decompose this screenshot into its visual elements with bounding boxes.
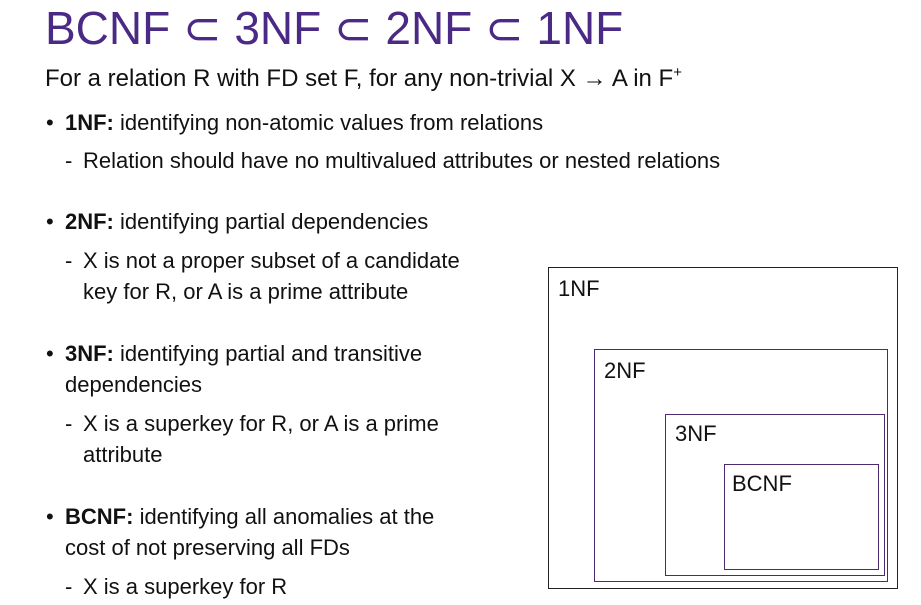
sub-3nf-line-2: attribute [83, 442, 163, 467]
label-2nf: 2NF [604, 358, 646, 383]
term-3nf: 3NF: [65, 341, 114, 366]
subset-symbol: ⊂ [183, 2, 222, 54]
term-1nf: 1NF: [65, 110, 114, 135]
title-bcnf: BCNF [45, 2, 171, 54]
desc-3nf-line-1: identifying partial and transitive [120, 341, 423, 366]
subtitle: For a relation R with FD set F, for any … [45, 64, 682, 94]
bullet-2nf: 2NF: identifying partial dependencies [65, 206, 428, 237]
bullet-3nf: 3NF: identifying partial and transitive [65, 338, 422, 369]
bullet-marker: • [46, 341, 54, 366]
label-3nf: 3NF [675, 421, 717, 446]
dash-marker: - [65, 574, 73, 599]
desc-bcnf-line-2: cost of not preserving all FDs [65, 535, 350, 560]
box-1nf [548, 267, 898, 589]
desc-2nf-line-1: identifying partial dependencies [120, 209, 429, 234]
bullet-marker: • [46, 209, 54, 234]
bullet-1nf: 1NF: identifying non-atomic values from … [65, 107, 543, 138]
box-bcnf [724, 464, 879, 570]
box-3nf [665, 414, 885, 576]
subset-symbol: ⊂ [485, 2, 524, 54]
sub-1nf-line-1: Relation should have no multivalued attr… [83, 148, 721, 173]
desc-1nf-line-1: identifying non-atomic values from relat… [120, 110, 544, 135]
sub-2nf-line-2: key for R, or A is a prime attribute [83, 279, 409, 304]
term-bcnf: BCNF: [65, 504, 134, 529]
subtitle-text: For a relation R with FD set F, for any … [45, 65, 674, 92]
title-1nf: 1NF [536, 2, 624, 54]
box-2nf [594, 349, 888, 582]
bullet-marker: • [46, 504, 54, 529]
sub-2nf-line-1: X is not a proper subset of a candidate [83, 248, 460, 273]
title-3nf: 3NF [234, 2, 322, 54]
sub-bcnf-line-1: X is a superkey for R [83, 574, 288, 599]
dash-marker: - [65, 148, 73, 173]
bullet-marker: • [46, 110, 54, 135]
desc-bcnf-line-1: identifying all anomalies at the [139, 504, 435, 529]
label-bcnf: BCNF [732, 471, 792, 496]
dash-marker: - [65, 411, 73, 436]
closure-superscript: + [673, 64, 682, 81]
desc-3nf-line-2: dependencies [65, 372, 203, 397]
sub-3nf-line-1: X is a superkey for R, or A is a prime [83, 411, 439, 436]
dash-marker: - [65, 248, 73, 273]
bullet-bcnf: BCNF: identifying all anomalies at the [65, 501, 434, 532]
label-1nf: 1NF [558, 276, 600, 301]
term-2nf: 2NF: [65, 209, 114, 234]
subset-symbol: ⊂ [334, 2, 373, 54]
page-title: BCNF ⊂ 3NF ⊂ 2NF ⊂ 1NF [45, 2, 623, 54]
title-2nf: 2NF [385, 2, 473, 54]
